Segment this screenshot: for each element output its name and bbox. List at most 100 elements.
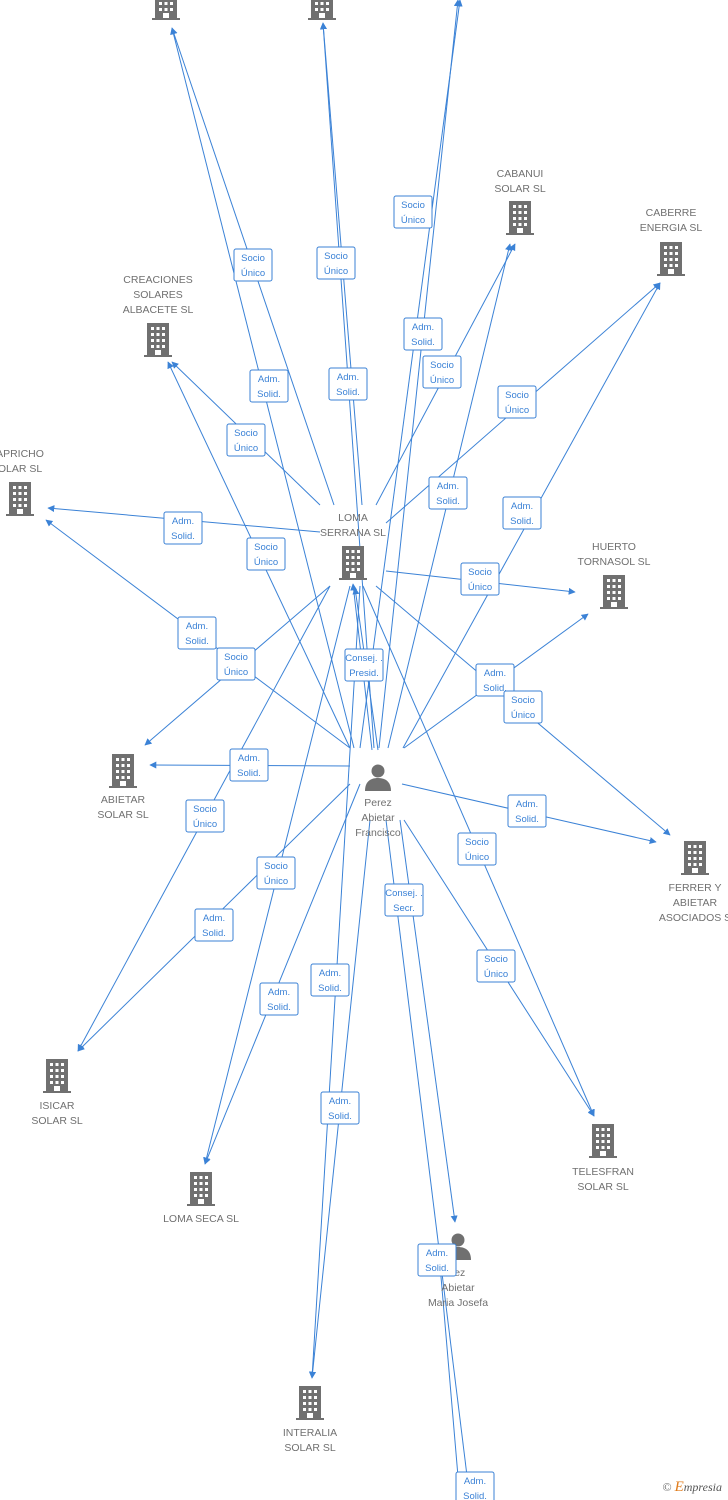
edge-label-text: Único	[324, 266, 348, 277]
brand-rest: mpresia	[683, 1480, 722, 1494]
edge-label-box	[320, 1091, 360, 1125]
edge-label-box	[328, 367, 368, 401]
edge-label-text: Adm.	[426, 1248, 448, 1259]
edge-label-box	[393, 195, 433, 229]
edge-label-box	[503, 690, 543, 724]
edge-label-text: Único	[465, 852, 489, 863]
edge-label-box	[185, 799, 225, 833]
node-label-line: SOLAR SL	[97, 809, 149, 821]
edge-label[interactable]: Adm.Solid.	[320, 1091, 360, 1125]
edge-label-text: Solid.	[483, 683, 507, 694]
building-icon	[657, 242, 685, 276]
edge-label-text: Solid.	[237, 768, 261, 779]
edge-label[interactable]: Adm.Solid.	[428, 476, 468, 510]
edge-label[interactable]: Adm.Solid.	[328, 367, 368, 401]
edge-label[interactable]: Adm.Solid.	[403, 317, 443, 351]
edge-label-box	[256, 856, 296, 890]
node-top2[interactable]	[308, 0, 336, 20]
edge-label-text: Socio	[468, 567, 492, 578]
edge-label[interactable]: Consej. .Secr.	[384, 883, 424, 917]
edge-label[interactable]: Consej. .Presid.	[344, 648, 384, 682]
building-icon	[187, 1172, 215, 1206]
node-label-line: CABANUI	[497, 168, 544, 180]
copyright-symbol: ©	[662, 1480, 672, 1494]
edge-label-text: Socio	[505, 390, 529, 401]
building-icon	[600, 575, 628, 609]
building-icon	[144, 323, 172, 357]
node-label-line: ASOCIADOS S	[659, 912, 728, 924]
edge-label-text: Socio	[241, 253, 265, 264]
brand-initial: E	[674, 1479, 684, 1495]
edge-label-box	[226, 423, 266, 457]
building-icon	[43, 1059, 71, 1093]
edge-label-box	[422, 355, 462, 389]
node-loma_seca[interactable]: LOMA SECA SL	[163, 1172, 239, 1225]
edge-label-text: Socio	[511, 695, 535, 706]
node-abietar[interactable]: ABIETAR SOLAR SL	[97, 754, 149, 821]
edge-label-text: Socio	[234, 428, 258, 439]
edge-label-text: Adm.	[511, 501, 533, 512]
edge-label-text: Solid.	[515, 814, 539, 825]
building-icon	[589, 1124, 617, 1158]
building-icon	[681, 841, 709, 875]
node-top1[interactable]	[152, 0, 180, 20]
edge-label[interactable]: Adm.Solid.	[417, 1243, 457, 1277]
edge-label[interactable]: Adm.Solid.	[507, 794, 547, 828]
edge-labels: SocioÚnicoSocioÚnicoSocioÚnicoAdm.Solid.…	[163, 195, 547, 1500]
edge-label[interactable]: Adm.Solid.	[177, 616, 217, 650]
edge-label[interactable]: Adm.Solid.	[475, 663, 515, 697]
edge-label[interactable]: Adm.Solid.	[310, 963, 350, 997]
node-label-line: INTERALIA	[283, 1427, 337, 1439]
node-label-line: TORNASOL SL	[578, 556, 651, 568]
edge-label-text: Adm.	[203, 913, 225, 924]
node-label-line: TELESFRAN	[572, 1166, 634, 1178]
edge-label[interactable]: Adm.Solid.	[259, 982, 299, 1016]
edge-label[interactable]: Adm.Solid.	[229, 748, 269, 782]
edge-label[interactable]: Adm.Solid.	[249, 369, 289, 403]
edge-label-box	[246, 537, 286, 571]
edge-label-text: Socio	[465, 837, 489, 848]
edge-line-5	[378, 0, 461, 749]
edge-label-box	[310, 963, 350, 997]
node-label-line: ABIETAR	[101, 794, 146, 806]
edge-label-text: Consej. .	[385, 888, 423, 899]
node-label-line: ALBACETE SL	[123, 304, 194, 316]
building-icon	[109, 754, 137, 788]
edge-label[interactable]: Adm.Solid.	[455, 1471, 495, 1500]
edge-label-text: Único	[254, 557, 278, 568]
edge-label-text: Solid.	[171, 531, 195, 542]
edge-label[interactable]: Adm.Solid.	[163, 511, 203, 545]
edge-label-text: Solid.	[318, 983, 342, 994]
edge-label[interactable]: Adm.Solid.	[194, 908, 234, 942]
edge-label-text: Socio	[254, 542, 278, 553]
building-icon	[308, 0, 336, 20]
edge-label[interactable]: Adm.Solid.	[502, 496, 542, 530]
edge-label-text: Solid.	[411, 337, 435, 348]
